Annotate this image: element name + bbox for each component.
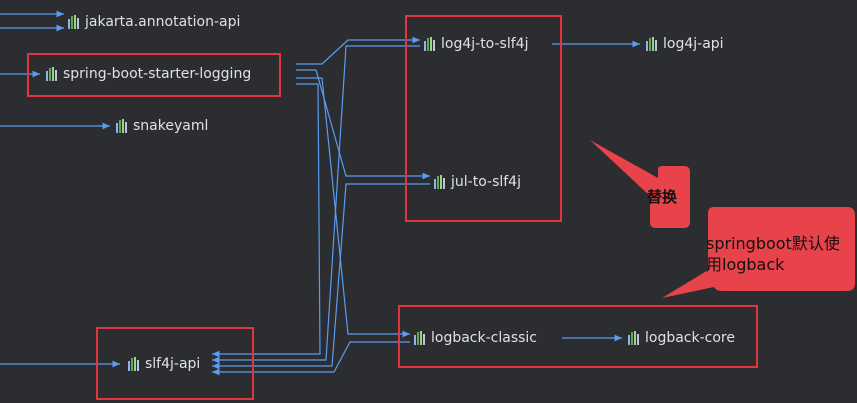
library-icon [434, 175, 445, 189]
callout-default-logback-line-1: springboot默认使 [706, 234, 840, 253]
library-icon [424, 37, 435, 51]
library-icon [116, 119, 127, 133]
node-label: log4j-to-slf4j [441, 36, 529, 52]
edge-starter-to-slf4j-api [212, 83, 321, 358]
highlight-box-starter-logging [27, 53, 281, 97]
library-icon [628, 331, 639, 345]
node-label: log4j-api [663, 36, 724, 52]
callout-default-logback [662, 207, 855, 298]
highlight-box-bridges [405, 15, 562, 222]
node-label: logback-classic [431, 330, 538, 346]
highlight-box-slf4j-api [96, 327, 254, 400]
edge-starter-to-logback-classic [296, 77, 410, 338]
edge-logback-classic-to-slf4j-api [212, 341, 410, 376]
callout-default-logback-line-2: 用logback [706, 255, 785, 274]
node-spring-boot-starter-logging[interactable]: spring-boot-starter-logging [46, 64, 251, 84]
node-jul-to-slf4j[interactable]: jul-to-slf4j [434, 172, 521, 192]
node-logback-classic[interactable]: logback-classic [414, 328, 537, 348]
highlight-box-logback [398, 305, 758, 368]
node-log4j-api[interactable]: log4j-api [646, 34, 724, 54]
library-icon [128, 357, 139, 371]
edge-starter-to-jul-to-slf4j [296, 69, 430, 180]
library-icon [68, 15, 79, 29]
node-label: jakarta.annotation-api [85, 14, 241, 30]
edge-starter-to-log4j-to-slf4j [296, 36, 420, 65]
edge-jul-to-slf4j-to-slf4j-api [212, 183, 430, 370]
library-icon [414, 331, 425, 345]
node-logback-core[interactable]: logback-core [628, 328, 735, 348]
node-label: logback-core [645, 330, 735, 346]
library-icon [646, 37, 657, 51]
node-jakarta-annotation-api[interactable]: jakarta.annotation-api [68, 12, 240, 32]
callout-replace [590, 140, 690, 228]
node-label: snakeyaml [133, 118, 209, 134]
node-snakeyaml[interactable]: snakeyaml [116, 116, 208, 136]
node-log4j-to-slf4j[interactable]: log4j-to-slf4j [424, 34, 528, 54]
node-label: slf4j-api [145, 356, 201, 372]
node-label: spring-boot-starter-logging [63, 66, 252, 82]
library-icon [46, 67, 57, 81]
node-slf4j-api[interactable]: slf4j-api [128, 354, 200, 374]
node-label: jul-to-slf4j [451, 174, 521, 190]
callout-replace-text: 替换 [647, 188, 678, 206]
edge-log4j-to-slf4j-to-slf4j-api [212, 45, 420, 364]
